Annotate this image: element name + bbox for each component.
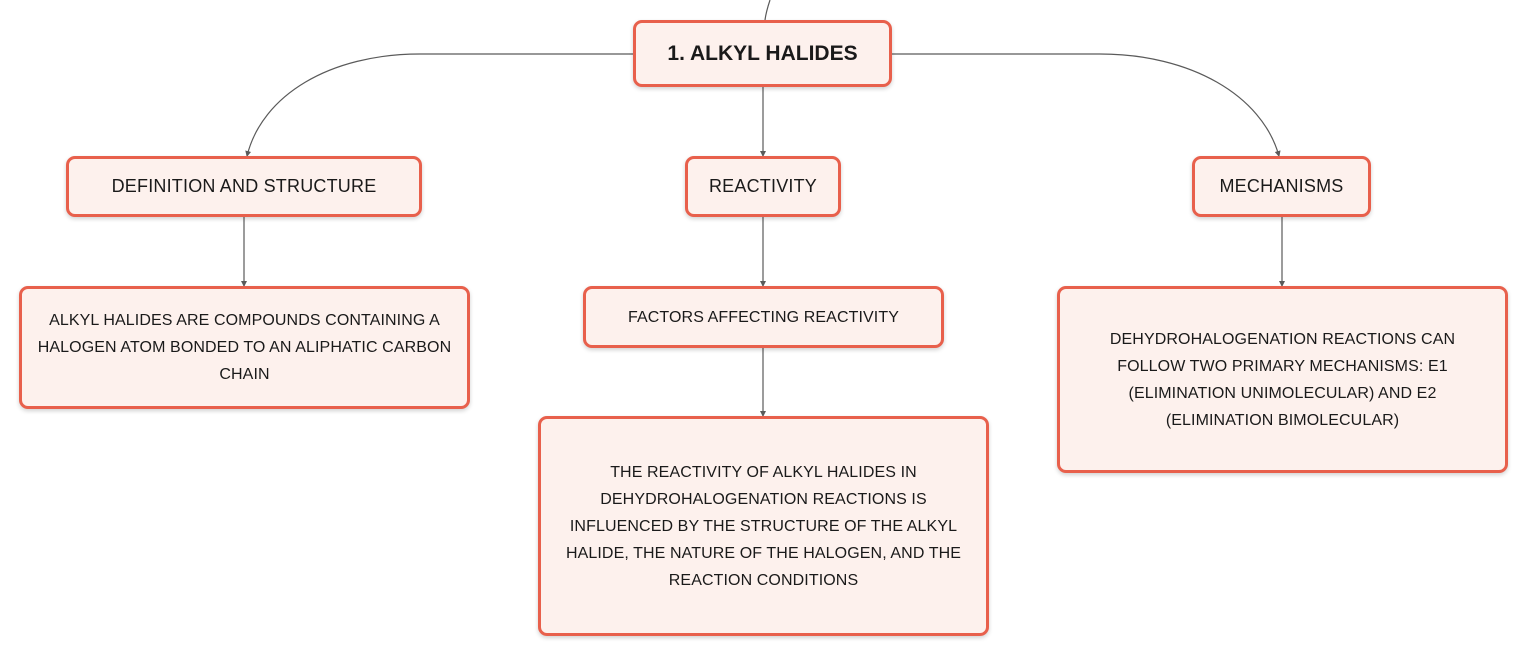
topic-node-reactivity[interactable]: REACTIVITY: [685, 156, 841, 217]
topic-node-definition-label: DEFINITION AND STRUCTURE: [111, 176, 377, 196]
topic-node-definition[interactable]: DEFINITION AND STRUCTURE: [66, 156, 422, 217]
subtopic-node-definition-detail[interactable]: ALKYL HALIDES ARE COMPOUNDS CONTAINING A…: [19, 286, 470, 409]
topic-node-reactivity-label: REACTIVITY: [708, 176, 817, 196]
root-node[interactable]: 1. ALKYL HALIDES: [633, 20, 892, 87]
topic-node-mechanisms[interactable]: MECHANISMS: [1192, 156, 1371, 217]
subtopic-node-reactivity-detail-label: THE REACTIVITY OF ALKYL HALIDES IN DEHYD…: [565, 463, 962, 589]
subtopic-node-reactivity-detail[interactable]: THE REACTIVITY OF ALKYL HALIDES IN DEHYD…: [538, 416, 989, 636]
subtopic-node-definition-detail-label: ALKYL HALIDES ARE COMPOUNDS CONTAINING A…: [37, 312, 452, 383]
subtopic-node-factors-affecting-reactivity[interactable]: FACTORS AFFECTING REACTIVITY: [583, 286, 944, 348]
connector-root-to-mechanisms: [892, 53, 1281, 157]
subtopic-node-mechanisms-detail-label: DEHYDROHALOGENATION REACTIONS CAN FOLLOW…: [1109, 330, 1456, 429]
subtopic-node-mechanisms-detail[interactable]: DEHYDROHALOGENATION REACTIONS CAN FOLLOW…: [1057, 286, 1508, 473]
connector-parent-to-root: [764, 0, 771, 21]
topic-node-mechanisms-label: MECHANISMS: [1219, 176, 1344, 196]
connector-root-to-definition: [245, 53, 633, 157]
subtopic-node-factors-label: FACTORS AFFECTING REACTIVITY: [628, 308, 899, 326]
root-node-label: 1. ALKYL HALIDES: [667, 41, 858, 65]
